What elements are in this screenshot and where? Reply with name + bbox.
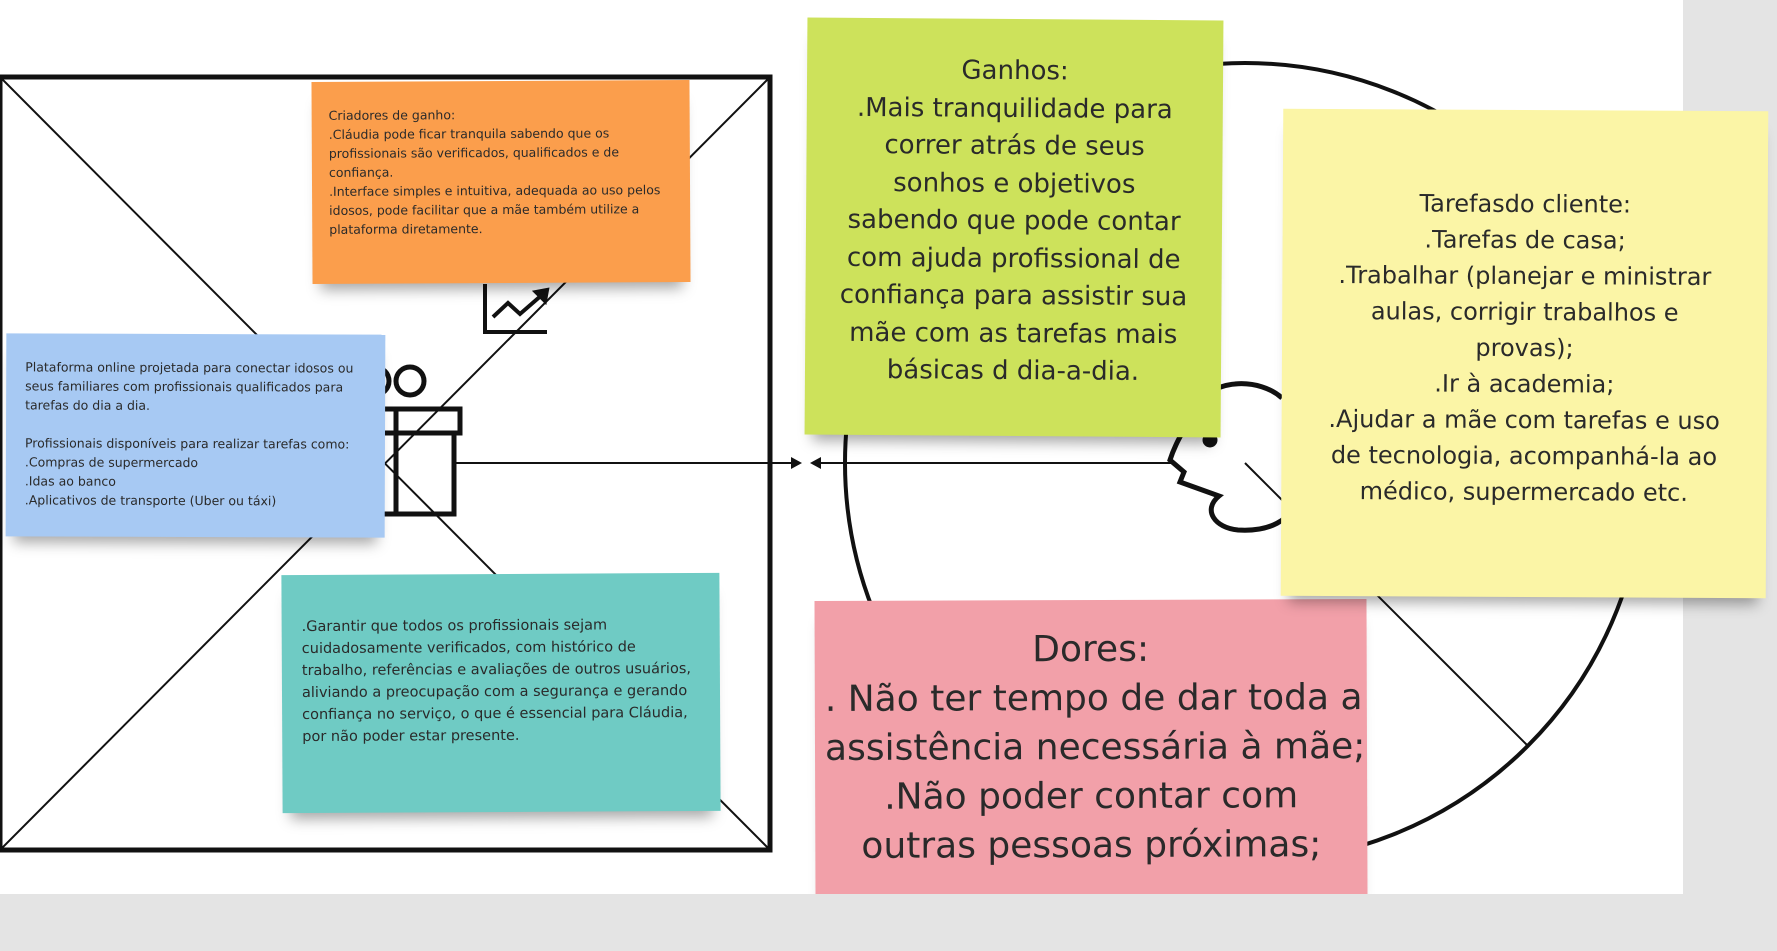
- pain-relievers-line: por não poder estar presente.: [302, 727, 520, 746]
- customer-jobs-line: médico, supermercado etc.: [1359, 477, 1688, 507]
- customer-jobs-line: aulas, corrigir trabalhos e: [1370, 297, 1679, 327]
- pains-line: outras pessoas próximas;: [861, 824, 1322, 867]
- gains-line: .Mais tranquilidade para: [856, 92, 1173, 125]
- pain-relievers-line: confiança no serviço, o que é essencial …: [302, 705, 688, 724]
- customer-jobs-line: .Tarefas de casa;: [1424, 225, 1626, 255]
- pain-relievers-line: cuidadosamente verificados, com históric…: [301, 639, 636, 658]
- pain-relievers-line: trabalho, referências e avaliações de ou…: [301, 661, 692, 680]
- product-line-spacer: [25, 414, 375, 434]
- gains-line: mãe com as tarefas mais: [849, 317, 1178, 350]
- gains-line: confiança para assistir sua: [839, 279, 1188, 313]
- arrow-head-left: [810, 457, 821, 469]
- product-line: Plataforma online projetada para conecta…: [25, 359, 354, 376]
- product-line: Profissionais disponíveis para realizar …: [24, 435, 350, 452]
- pain-relievers-line: aliviando a preocupação com a segurança …: [301, 683, 688, 702]
- gains-line: correr atrás de seus: [884, 130, 1145, 162]
- product-line: .Aplicativos de transporte (Uber ou táxi…: [24, 492, 277, 509]
- customer-jobs-line: de tecnologia, acompanhá-la ao: [1330, 440, 1718, 472]
- arrow-head-right: [791, 457, 802, 469]
- sticky-note-pain-relievers[interactable]: .Garantir que todos os profissionais sej…: [281, 572, 721, 814]
- gain-creators-line: .Interface simples e intuitiva, adequada…: [329, 182, 661, 199]
- gains-line: sonhos e objetivos: [893, 167, 1136, 200]
- gain-creators-title: Criadores de ganho:: [328, 107, 456, 123]
- gain-creators-line: .Cláudia pode ficar tranquila sabendo qu…: [328, 125, 610, 142]
- sticky-note-gain-creators[interactable]: Criadores de ganho: .Cláudia pode ficar …: [311, 80, 691, 284]
- gains-line: básicas d dia-a-dia.: [886, 355, 1140, 387]
- gain-creators-line: profissionais são verificados, qualifica…: [328, 144, 620, 161]
- fit-arrows: [455, 457, 1172, 469]
- sticky-note-products-services[interactable]: Plataforma online projetada para conecta…: [5, 333, 386, 538]
- sticky-note-customer-jobs[interactable]: Tarefasdo cliente: .Tarefas de casa; .Tr…: [1280, 108, 1769, 599]
- product-line: tarefas do dia a dia.: [25, 397, 151, 413]
- pain-relievers-line: .Garantir que todos os profissionais sej…: [301, 617, 608, 636]
- sticky-note-pains[interactable]: Dores: . Não ter tempo de dar toda a ass…: [814, 599, 1368, 894]
- pains-line: . Não ter tempo de dar toda a: [824, 677, 1363, 720]
- customer-jobs-line: provas);: [1475, 333, 1574, 363]
- pains-line: .Não poder contar com: [884, 775, 1299, 818]
- customer-jobs-line: .Ir à academia;: [1434, 369, 1615, 399]
- gain-creators-line: idosos, pode facilitar que a mãe também …: [329, 201, 640, 218]
- customer-jobs-line: .Trabalhar (planejar e ministrar: [1338, 261, 1712, 291]
- pains-title: Dores:: [1032, 628, 1150, 671]
- product-line: .Compras de supermercado: [24, 454, 199, 471]
- product-line: .Idas ao banco: [24, 473, 116, 489]
- sticky-note-gains[interactable]: Ganhos: .Mais tranquilidade para correr …: [804, 17, 1224, 438]
- customer-jobs-title: Tarefasdo cliente:: [1419, 189, 1632, 219]
- pains-line: assistência necessária à mãe;: [824, 726, 1366, 769]
- gains-line: sabendo que pode contar: [847, 204, 1181, 238]
- gains-line: com ajuda profissional de: [846, 242, 1181, 275]
- gain-creators-line: confiança.: [328, 164, 394, 180]
- gain-creators-line: plataforma diretamente.: [329, 221, 483, 237]
- trending-up-chart-icon: [483, 284, 550, 334]
- customer-jobs-line: .Ajudar a mãe com tarefas e uso: [1328, 404, 1720, 436]
- gains-title: Ganhos:: [961, 55, 1069, 87]
- product-line: seus familiares com profissionais qualif…: [25, 378, 344, 395]
